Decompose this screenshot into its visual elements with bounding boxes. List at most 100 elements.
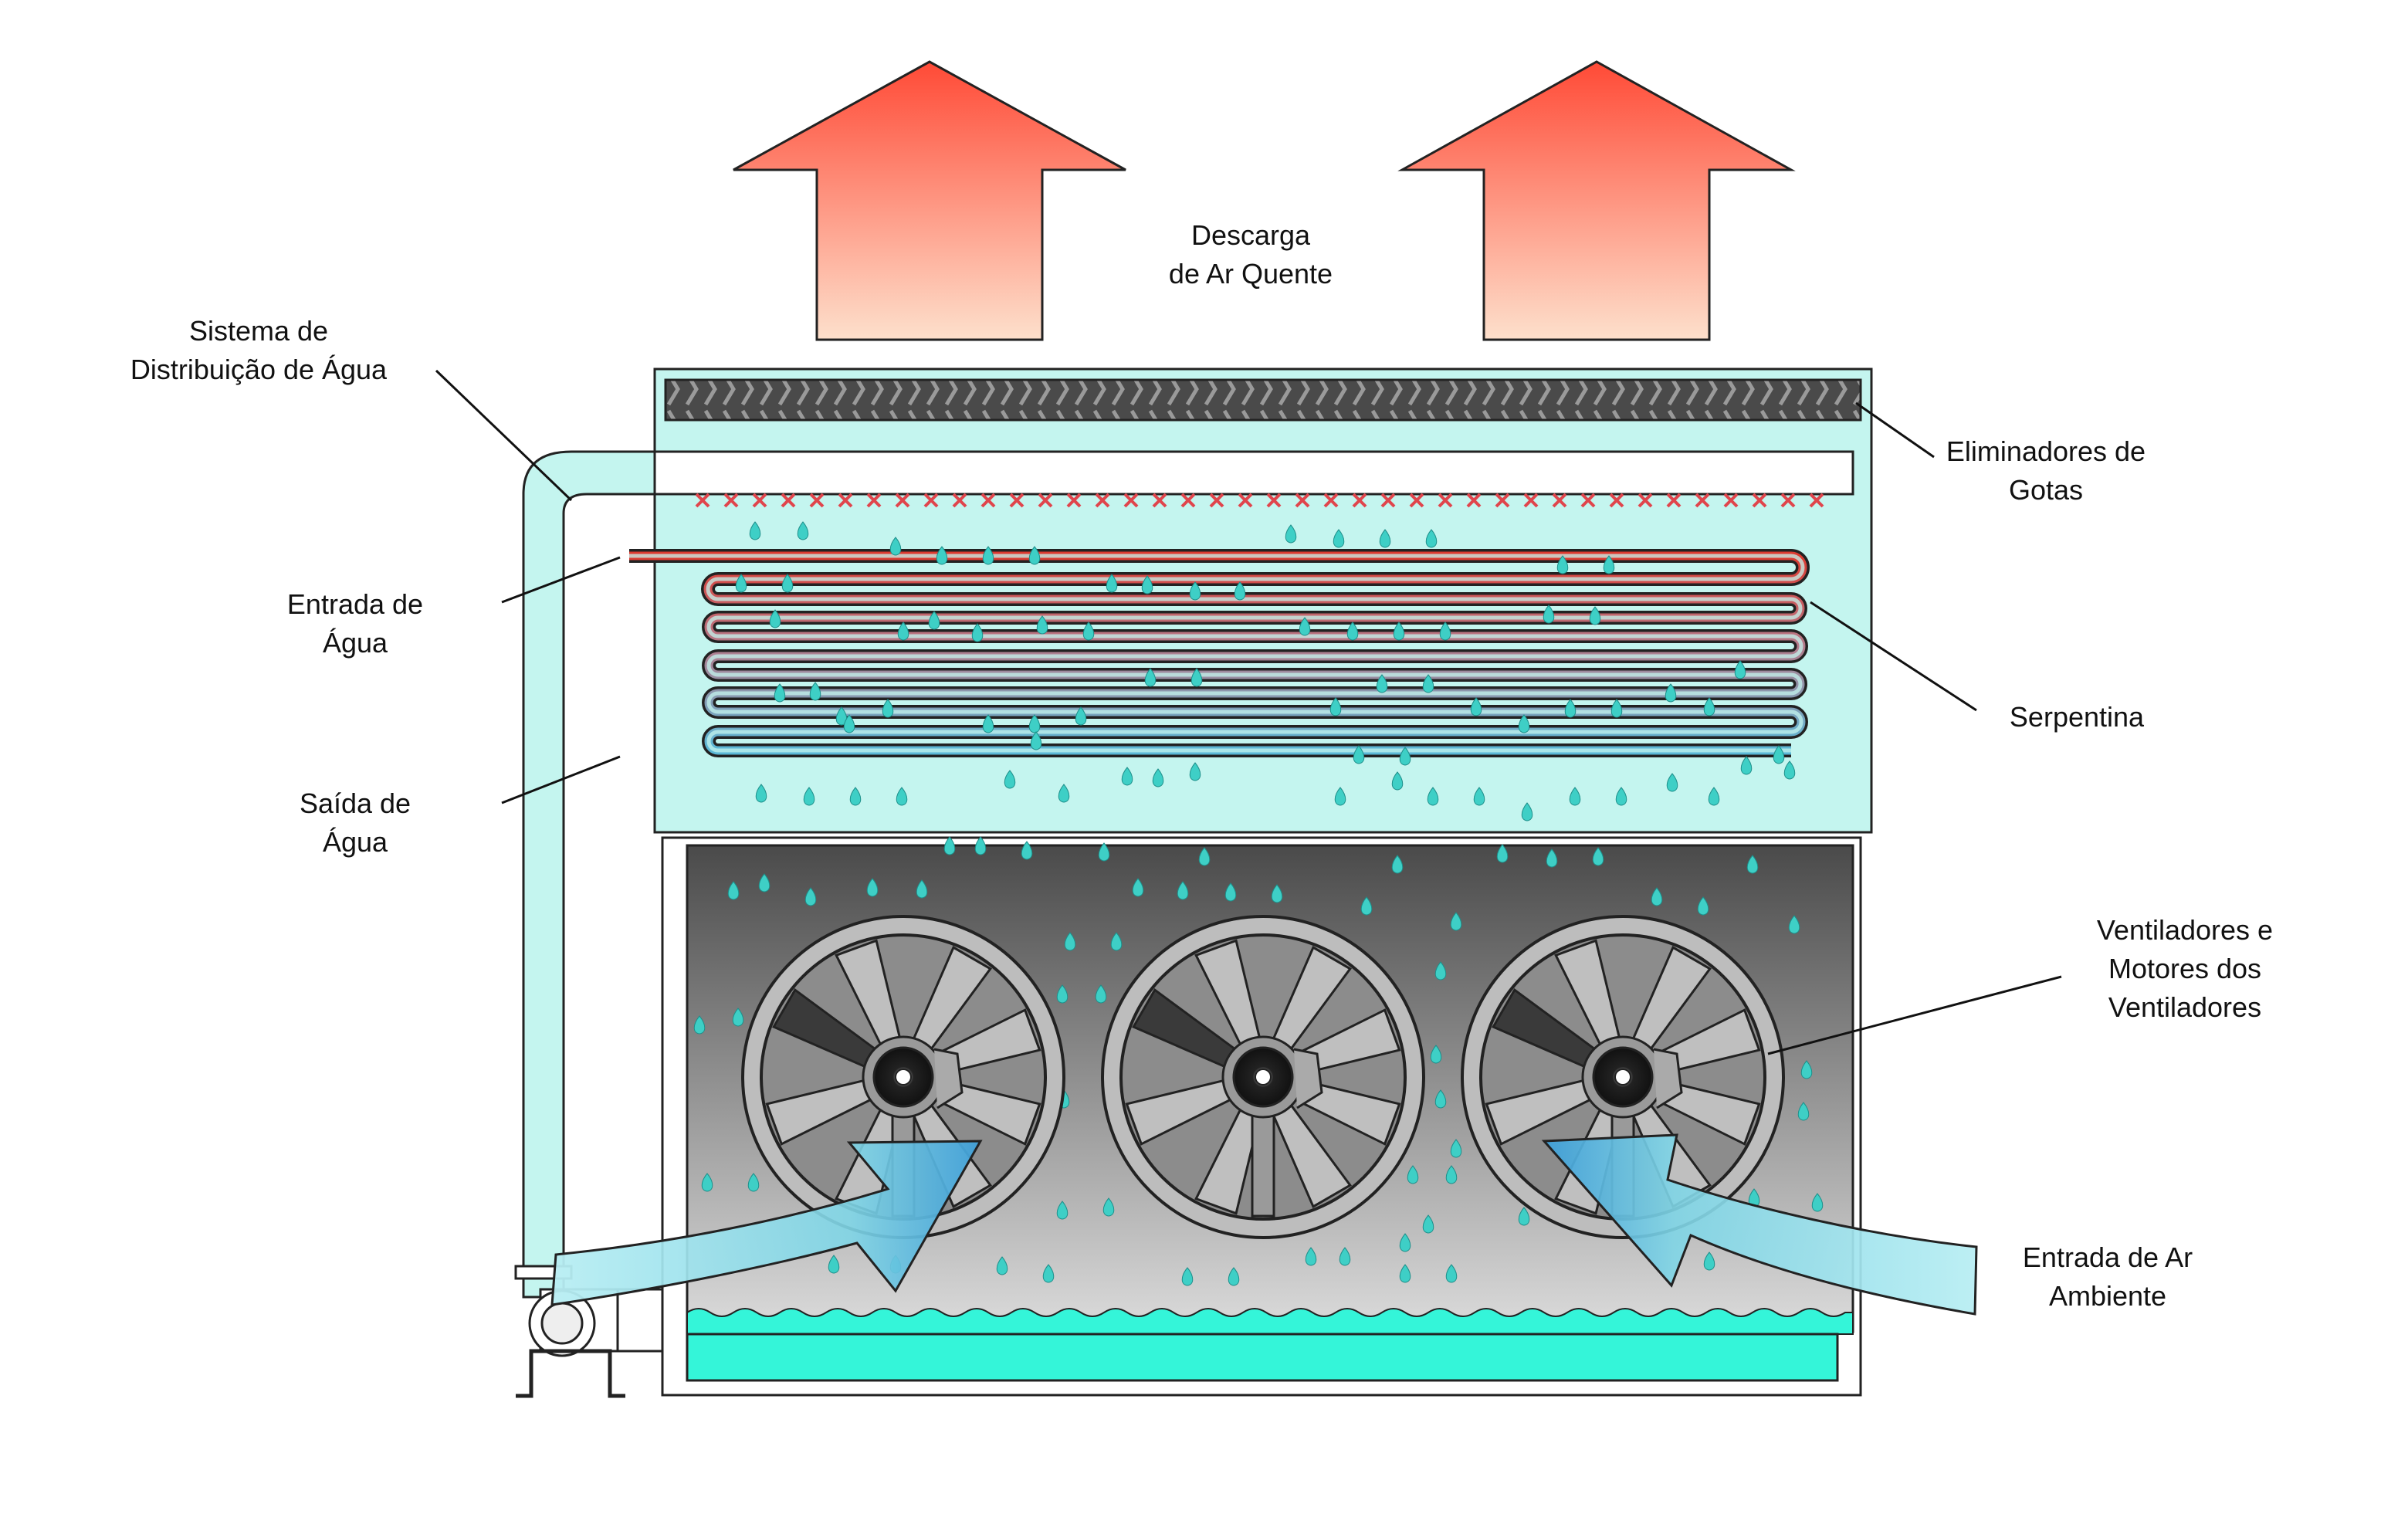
water-distribution-pipe [522,450,658,1299]
label-water-distribution: Sistema de Distribuição de Água [85,312,432,389]
water-droplet [974,836,987,855]
water-droplet [1666,773,1678,792]
label-line: Eliminadores de [1946,435,2146,467]
water-droplet [1144,668,1157,687]
spray-mark [1523,493,1539,508]
label-line: Serpentina [2009,701,2145,733]
water-droplet [1391,855,1404,874]
water-droplet [1703,1252,1715,1271]
water-droplet [1783,760,1796,780]
water-droplet [1496,844,1509,863]
water-droplet [1181,1267,1194,1286]
spray-mark [1495,493,1510,508]
label-line: Sistema de [188,315,329,347]
water-droplet [749,521,761,540]
water-droplet [1121,767,1133,786]
water-droplet [701,1173,713,1192]
water-droplet [1589,606,1601,625]
water-droplet [1399,747,1411,766]
water-droplet [1708,787,1720,806]
fans-group [741,915,1785,1239]
water-droplet [1450,1139,1462,1158]
water-droplet [732,1008,744,1027]
water-droplet [1082,622,1095,641]
water-droplet [1106,574,1118,593]
water-droplet [866,878,879,897]
spray-mark [1466,493,1482,508]
label-water-outlet: Saída de Água [232,784,479,862]
water-droplet [1224,882,1237,902]
label-hot-air-discharge: Descarga de Ar Quente [1119,216,1382,293]
water-droplet [1450,912,1462,931]
spray-mark [1609,493,1624,508]
water-droplet [1569,787,1581,806]
water-droplet [1064,932,1076,951]
water-droplet [982,546,994,565]
water-droplet [1189,762,1201,781]
spray-mark [1123,493,1139,508]
water-droplet [1603,555,1615,574]
water-droplet [1391,771,1404,791]
water-droplet [1028,714,1041,733]
drift-eliminators [664,378,1862,422]
water-droplet [1399,1233,1411,1252]
water-droplet [1353,745,1365,764]
water-droplet [897,622,909,641]
ambient-air-arrow-left [550,1140,983,1306]
label-line: Ventiladores [2108,991,2262,1023]
label-line: Saída de [299,787,411,819]
water-droplet [1376,674,1388,693]
water-droplet [1036,615,1048,635]
label-water-inlet: Entrada de Água [232,585,479,662]
water-droplet [727,881,740,900]
spray-mark [980,493,996,508]
water-droplet [1228,1267,1240,1286]
water-droplet [1346,622,1359,641]
spray-mark [1780,493,1796,508]
water-droplet [1098,842,1110,862]
water-droplet [1141,575,1153,594]
water-droplet [758,873,770,892]
water-droplet [1021,841,1033,860]
label-line: Motores dos [2108,953,2262,984]
spray-nozzles [695,493,1824,508]
water-droplet [803,787,815,806]
label-line: Água [322,627,388,659]
spray-mark [1323,493,1339,508]
spray-mark [1352,493,1367,508]
water-droplet [735,574,747,593]
label-line: Água [322,826,388,858]
water-droplet [1430,1045,1442,1064]
water-droplet [755,784,767,803]
water-droplet [1360,896,1373,916]
water-droplet [1445,1165,1458,1184]
water-droplet [1177,881,1189,900]
spray-mark [1666,493,1682,508]
water-droplet [1407,1165,1419,1184]
spray-mark [1295,493,1310,508]
water-droplet [916,879,928,899]
water-droplet [1132,878,1144,897]
coil-tube-core [629,554,1805,753]
water-droplet [804,887,817,906]
water-droplet [1110,932,1123,951]
fan [1461,915,1785,1239]
water-droplet [1740,756,1753,775]
water-droplet [943,836,956,855]
water-droplet [1556,555,1569,574]
water-droplet [1521,802,1533,821]
water-droplet [1393,622,1405,641]
label-line: Ventiladores e [2096,914,2274,946]
water-droplet [1434,961,1447,981]
spray-mark [752,493,767,508]
water-droplet [896,787,908,806]
water-droplet [1399,1264,1411,1283]
water-droplet [1800,1060,1813,1079]
water-droplet [809,682,821,701]
label-line: Entrada de Ar [2022,1241,2193,1273]
water-droplet [769,609,781,628]
label-line: Distribuição de Água [130,354,388,385]
spray-mark [1552,493,1567,508]
water-droplet [835,706,848,726]
water-droplet [1379,529,1391,548]
